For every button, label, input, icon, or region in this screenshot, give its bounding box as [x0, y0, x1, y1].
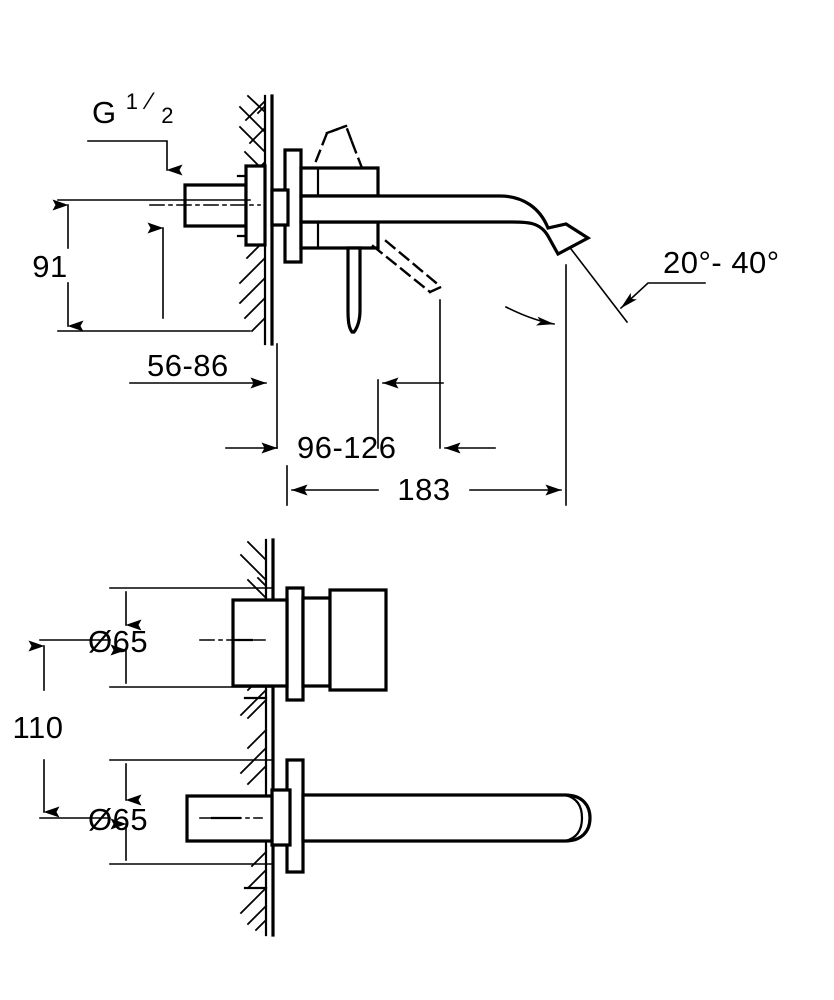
dim-depth-56-86: 56-86: [129, 348, 267, 389]
dim-label-183: 183: [397, 472, 450, 507]
dim-diameter-65-top: Ø65: [88, 591, 148, 684]
dim-label-91: 91: [32, 249, 67, 284]
view-side-elevation: G 1 ⁄ 2 91: [32, 81, 780, 507]
dim-label-96-126: 96-126: [297, 430, 397, 465]
dim-ext-lines-91: [57, 199, 251, 332]
dim-label-diameter-bottom: Ø65: [88, 802, 148, 837]
dim-diameter-65-bottom: Ø65: [88, 763, 148, 861]
dim-ext-lines-front: [39, 587, 273, 865]
dim-angle-20-40: 20°- 40°: [569, 245, 780, 324]
lever-handle-phantom-out: [371, 239, 443, 294]
dim-centres-110: 110: [13, 640, 64, 818]
dim-thread-g-half: G 1 ⁄ 2: [87, 81, 183, 176]
dim-label-110: 110: [13, 710, 64, 745]
dim-reach-183: 183: [286, 264, 567, 507]
dim-projection-96-126: 96-126: [225, 299, 496, 465]
valve-escutcheon-front: [199, 586, 388, 702]
lever-handle-phantom-up: [314, 124, 364, 170]
escutcheon-plate-top: [270, 148, 303, 264]
jet-angle-sweep-arrow: [504, 305, 555, 326]
spout-body-top: [299, 194, 592, 257]
dim-height-91: 91: [32, 199, 84, 332]
dim-label-thread: G 1 ⁄ 2: [92, 81, 174, 130]
inlet-tail-assembly: [149, 164, 267, 247]
dim-label-diameter-top: Ø65: [88, 624, 148, 659]
spout-escutcheon-front: [185, 758, 592, 874]
lever-handle-solid: [346, 246, 362, 334]
view-front-elevation: Ø65 Ø65 110: [13, 538, 592, 937]
dim-label-56-86: 56-86: [147, 348, 229, 383]
dim-label-20-40: 20°- 40°: [663, 245, 780, 280]
